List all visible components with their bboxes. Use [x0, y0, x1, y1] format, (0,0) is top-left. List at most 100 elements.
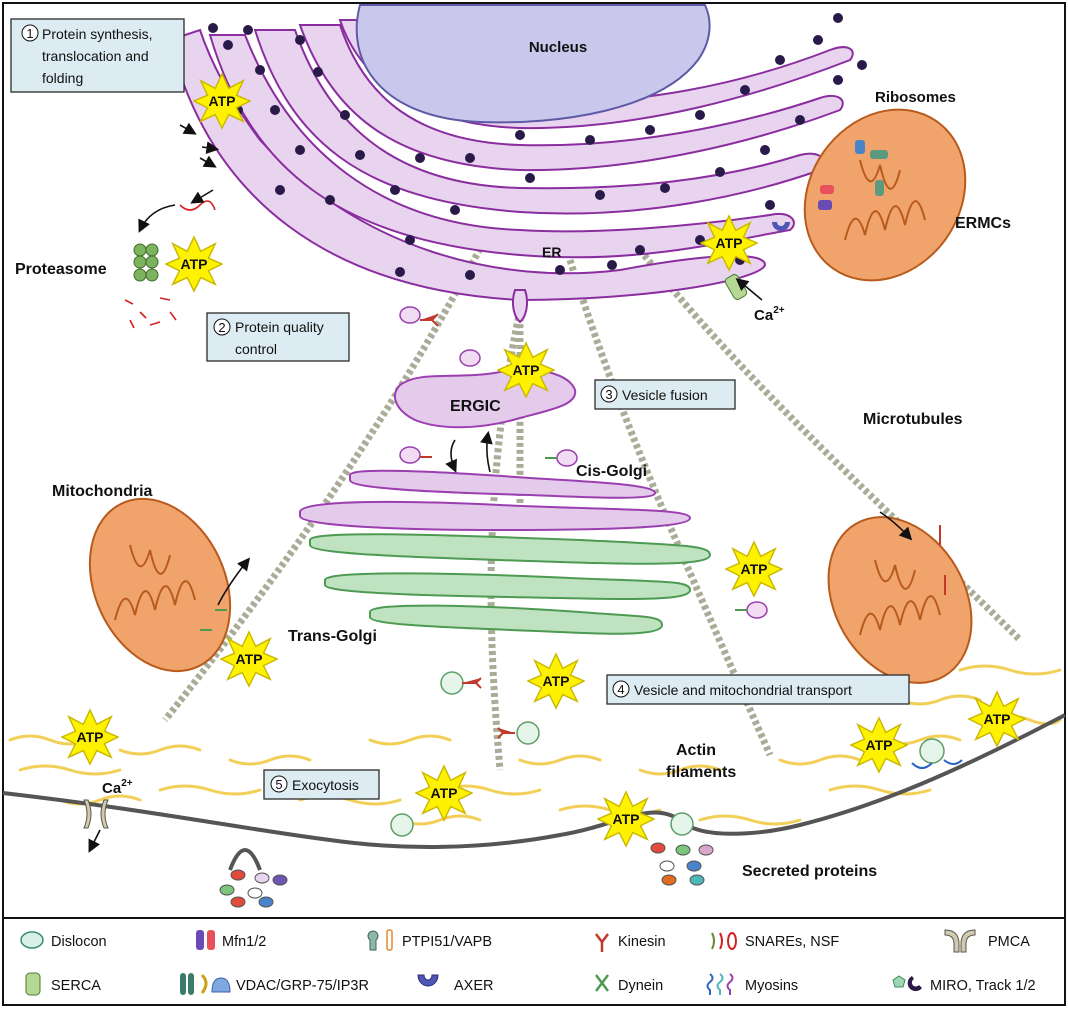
legend-item-dislocon: Dislocon	[20, 931, 107, 950]
mitochondrion-right	[827, 516, 973, 684]
microtubules-label: Microtubules	[863, 411, 963, 428]
svg-text:2: 2	[218, 320, 225, 335]
svg-text:Vesicle and mitochondrial tran: Vesicle and mitochondrial transport	[634, 682, 852, 698]
svg-text:MIRO, Track 1/2: MIRO, Track 1/2	[930, 978, 1036, 994]
svg-text:ATP: ATP	[209, 93, 236, 109]
degraded-peptides	[124, 200, 216, 329]
svg-text:PMCA: PMCA	[988, 934, 1030, 950]
legend-item-miro: MIRO, Track 1/2	[892, 975, 1036, 994]
svg-text:5: 5	[275, 777, 282, 792]
legend-item-myosins: Myosins	[706, 973, 798, 995]
svg-text:PTPI51/VAPB: PTPI51/VAPB	[402, 934, 492, 950]
plasma-membrane	[2, 713, 1066, 849]
legend-item-ptpip51: PTPI51/VAPB	[367, 929, 492, 951]
svg-text:ATP: ATP	[613, 811, 640, 827]
ergic-label: ERGIC	[450, 398, 501, 415]
svg-text:1: 1	[26, 26, 33, 41]
vdac-icon	[180, 973, 231, 995]
svg-text:folding: folding	[42, 70, 83, 86]
svg-text:4: 4	[617, 682, 624, 697]
svg-text:ATP: ATP	[741, 561, 768, 577]
secreted-proteins-label: Secreted proteins	[742, 863, 877, 880]
svg-text:Dynein: Dynein	[618, 978, 663, 994]
svg-text:ATP: ATP	[431, 785, 458, 801]
legend-item-pmca: PMCA	[944, 929, 1030, 953]
pmca-channel	[83, 799, 109, 829]
svg-text:Myosins: Myosins	[745, 978, 798, 994]
er-label: ER	[542, 244, 561, 260]
legend-item-axer: AXER	[417, 974, 494, 994]
svg-text:Dislocon: Dislocon	[51, 934, 107, 950]
svg-text:ATP: ATP	[866, 737, 893, 753]
step-box-3: 3 Vesicle fusion	[594, 379, 736, 410]
dynein-motors	[200, 457, 747, 631]
svg-text:Protein synthesis,: Protein synthesis,	[42, 26, 153, 42]
svg-text:AXER: AXER	[454, 978, 494, 994]
svg-text:ATP: ATP	[181, 256, 208, 272]
svg-text:control: control	[235, 341, 277, 357]
exocytosis-pit	[228, 848, 262, 871]
mitochondria-label: Mitochondria	[52, 483, 153, 500]
myosin-motor	[911, 759, 963, 769]
cis-golgi-cisterna-2	[299, 500, 692, 532]
actin-label-line1: Actin	[676, 742, 716, 759]
step-box-5: 5 Exocytosis	[263, 769, 380, 800]
step-box-4: 4 Vesicle and mitochondrial transport	[606, 674, 910, 705]
legend: Dislocon Mfn1/2 PTPI51/VAPB Kinesin	[20, 929, 1036, 996]
trans-golgi-label: Trans-Golgi	[288, 628, 377, 645]
svg-text:ATP: ATP	[543, 673, 570, 689]
step-box-2: 2 Protein quality control	[206, 312, 350, 362]
proteasome-icon	[133, 243, 159, 282]
svg-text:SERCA: SERCA	[51, 978, 101, 994]
legend-item-vdac: VDAC/GRP-75/IP3R	[180, 973, 369, 995]
kinesin-motors	[420, 313, 946, 739]
proteasome-label: Proteasome	[15, 261, 107, 278]
ribosomes-label: Ribosomes	[875, 89, 956, 106]
svg-text:ATP: ATP	[236, 651, 263, 667]
cis-golgi-label: Cis-Golgi	[576, 463, 647, 480]
svg-text:ATP: ATP	[77, 729, 104, 745]
process-arrows	[88, 122, 913, 853]
mitochondrion-ermc	[803, 108, 967, 282]
svg-text:translocation and: translocation and	[42, 48, 149, 64]
ca-label-er: Ca2+	[754, 305, 785, 324]
svg-text:Mfn1/2: Mfn1/2	[222, 934, 266, 950]
svg-text:SNAREs, NSF: SNAREs, NSF	[745, 934, 839, 950]
svg-text:VDAC/GRP-75/IP3R: VDAC/GRP-75/IP3R	[236, 978, 369, 994]
dislocon-icon	[20, 931, 44, 949]
trans-golgi-cisterna-3	[369, 604, 664, 635]
svg-text:3: 3	[605, 387, 612, 402]
step-box-1: 1 Protein synthesis, translocation and f…	[10, 18, 185, 93]
svg-text:ATP: ATP	[984, 711, 1011, 727]
ptpip51-vapb-icon	[367, 929, 393, 951]
atp-labels: ATP ATP ATP ATP ATP ATP ATP ATP ATP ATP …	[77, 93, 1011, 827]
svg-text:Vesicle fusion: Vesicle fusion	[622, 387, 708, 403]
legend-item-serca: SERCA	[25, 972, 101, 996]
ermcs-label: ERMCs	[955, 215, 1011, 232]
trans-golgi-cisterna-2	[324, 572, 692, 601]
secreted-protein-blobs	[219, 842, 714, 908]
pmca-icon	[944, 929, 976, 953]
myosins-icon	[706, 973, 734, 995]
legend-item-mfn: Mfn1/2	[196, 930, 266, 950]
actin-label-line2: filaments	[666, 764, 736, 781]
nucleus	[355, 4, 711, 124]
actin-filaments	[8, 664, 1062, 826]
axer-icon	[417, 974, 439, 987]
svg-text:ATP: ATP	[513, 362, 540, 378]
legend-item-kinesin: Kinesin	[595, 933, 666, 952]
svg-text:ATP: ATP	[716, 235, 743, 251]
trans-golgi-cisterna-1	[309, 533, 712, 565]
nucleus-label: Nucleus	[529, 39, 587, 56]
snares-nsf-icon	[711, 932, 737, 950]
serca-icon	[25, 972, 41, 996]
svg-text:Protein quality: Protein quality	[235, 319, 324, 335]
dynein-icon	[595, 974, 609, 992]
ca-label-membrane: Ca2+	[102, 778, 133, 797]
vesicles	[390, 306, 945, 837]
mitochondrion-left	[88, 497, 232, 673]
kinesin-icon	[595, 933, 609, 952]
legend-item-snares: SNAREs, NSF	[711, 932, 839, 950]
